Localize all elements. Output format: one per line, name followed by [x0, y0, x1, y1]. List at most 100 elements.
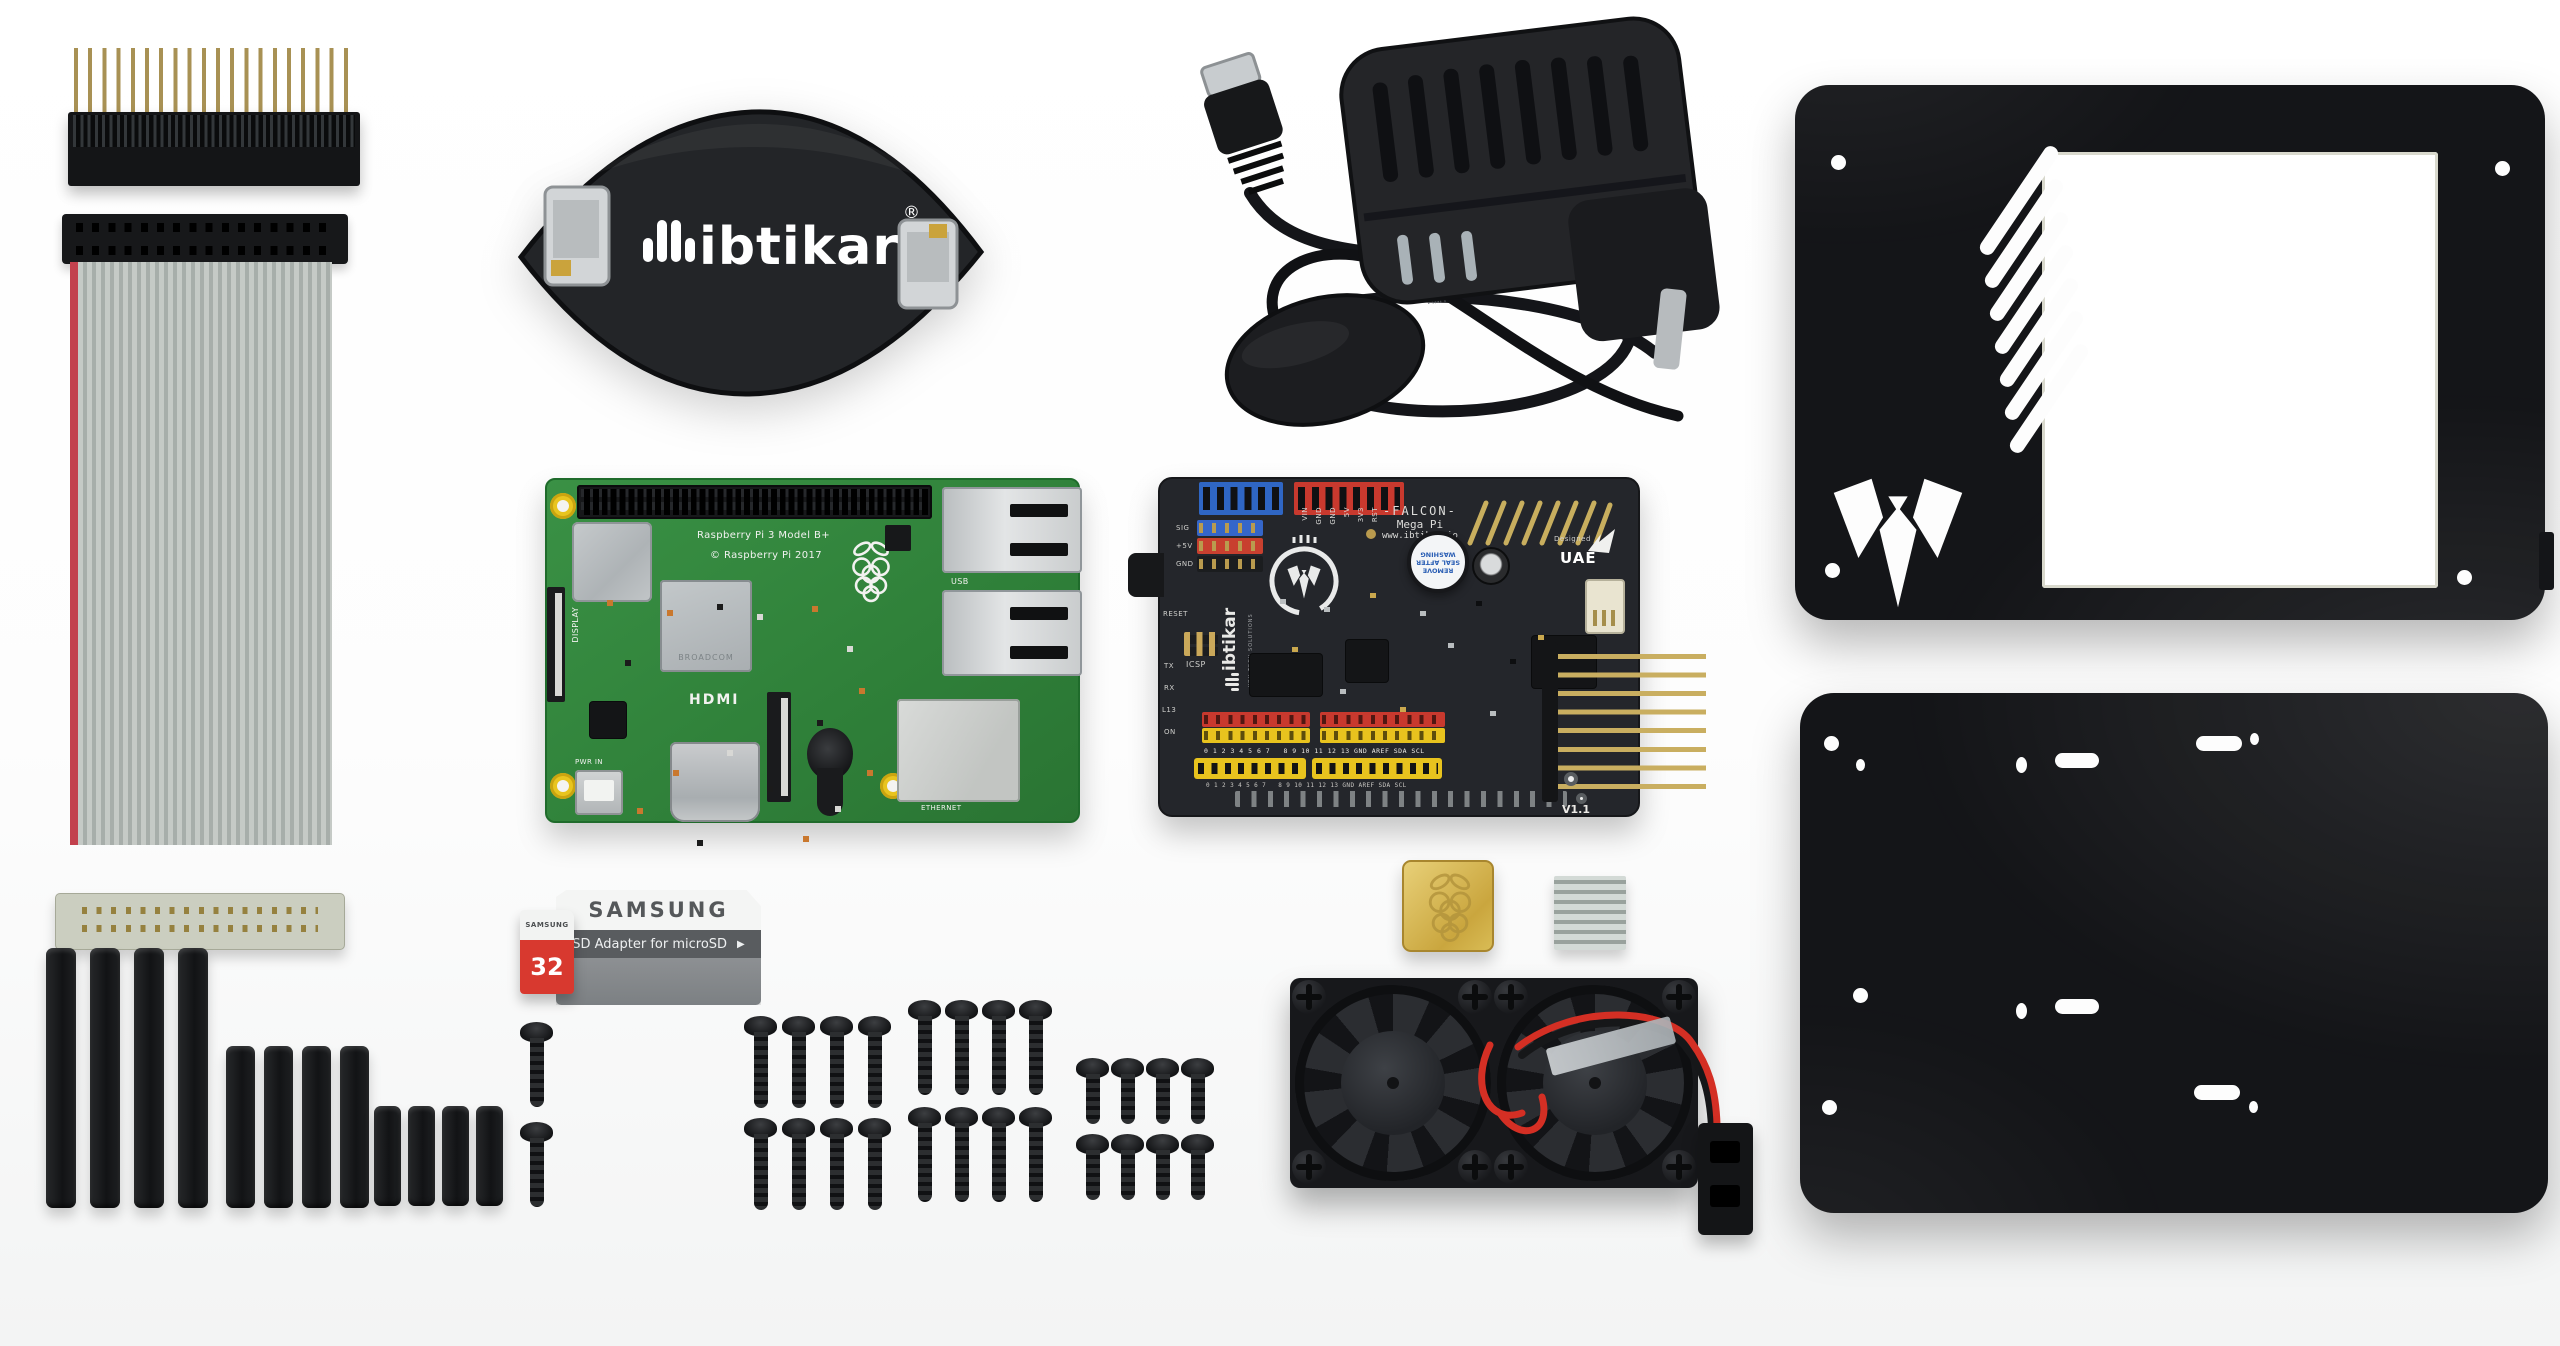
display-silkscreen: DISPLAY: [571, 607, 580, 643]
fan-connector: [1698, 1123, 1753, 1235]
pin-label: GND: [1329, 507, 1337, 525]
side-label: ON: [1164, 728, 1176, 736]
adapter-lower-slots: [1397, 231, 1477, 285]
standoffs-short: [374, 1106, 503, 1206]
micro-usb-power-port: [575, 770, 623, 815]
screw-pair: [520, 1022, 553, 1207]
hat-version: V1.1: [1562, 803, 1590, 816]
screw: [945, 1000, 978, 1095]
microsd-brand: SAMSUNG: [525, 921, 569, 929]
solder-pads-row: [1235, 791, 1567, 807]
screw: [744, 1016, 777, 1108]
plate-hole: [1822, 1100, 1837, 1115]
standoff: [408, 1106, 435, 1206]
buzzer-sticker-text: REMOVE SEAL AFTER WASHING: [1416, 551, 1460, 575]
plate-slot: [2194, 1085, 2240, 1100]
falcon-ring-logo-icon: [1269, 535, 1339, 616]
standoffs-long: [46, 948, 208, 1208]
standoff: [46, 948, 76, 1208]
usb-silkscreen: USB: [951, 577, 969, 586]
smd-components: [1280, 599, 1286, 604]
screen-cutout: [2042, 152, 2438, 588]
pin-numbers-row: 0 1 2 3 4 5 6 7 8 9 10 11 12 13 GND AREF…: [1204, 747, 1425, 755]
plate-hole: [1824, 736, 1839, 751]
hat-brand-vertical: ibtikar: [1220, 608, 1240, 691]
poe-header: [885, 525, 911, 551]
pin-label: GND: [1315, 507, 1323, 525]
ibtikar-bars-icon: [643, 220, 695, 262]
ibtikar-rj45-pod: ibtikar ®: [517, 109, 985, 397]
side-label: TX: [1164, 662, 1175, 670]
falcon-mega-pi-hat: VIN GND GND 5V 3V3 RST SIG +5V GND ibtik…: [1128, 477, 1706, 817]
acrylic-plate-top: [1795, 85, 2554, 620]
pin-label: RST: [1371, 507, 1379, 523]
screw: [1076, 1058, 1109, 1124]
fan-screw: [1662, 1150, 1696, 1184]
uae-label: UAE: [1560, 549, 1597, 567]
screw: [858, 1016, 891, 1108]
ic-chip: [1250, 654, 1322, 696]
screws-long-group: [744, 1016, 891, 1210]
fan-screw: [1458, 1150, 1492, 1184]
usb-port-stack-1: [942, 487, 1082, 573]
stacking-header-pins: [1558, 647, 1706, 789]
ethernet-port: [897, 699, 1020, 802]
screw: [820, 1118, 853, 1210]
servo-row-sig: [1197, 520, 1263, 536]
hdmi-silkscreen: HDMI: [689, 692, 740, 708]
gpio-extension-header: [68, 48, 360, 186]
sd-brand: SAMSUNG: [588, 898, 729, 922]
fan-wires: [1478, 1011, 1721, 1135]
servo-row-label: +5V: [1176, 542, 1193, 550]
screw: [782, 1016, 815, 1108]
standoff: [340, 1046, 369, 1208]
adapter-body: [1339, 16, 1720, 370]
pwr-silkscreen: PWR IN: [575, 758, 603, 766]
standoffs-medium: [226, 1046, 369, 1208]
lan-chip: [590, 702, 626, 738]
plate-hole: [1853, 988, 1868, 1003]
screw: [1181, 1134, 1214, 1200]
standoff: [476, 1106, 503, 1206]
gpio-ribbon-cable: [0, 0, 2560, 950]
plate-gloss: [1800, 693, 2548, 1213]
standoff: [302, 1046, 331, 1208]
hdmi-port: [670, 742, 760, 822]
buzzer-with-sticker: REMOVE SEAL AFTER WASHING: [1407, 531, 1469, 593]
plate-slot: [2055, 753, 2099, 768]
rj45-connector-right: [897, 218, 959, 310]
icsp-label: ICSP: [1186, 660, 1206, 669]
pin-row-red: [1202, 712, 1310, 727]
standoff: [264, 1046, 293, 1208]
servo-row-5v: [1197, 538, 1263, 554]
plate-side-tab: [2539, 532, 2554, 590]
screw: [1146, 1058, 1179, 1124]
female-header-yellow: [1312, 758, 1442, 779]
wifi-shield-can: [572, 522, 652, 602]
screw: [820, 1016, 853, 1108]
screw: [782, 1118, 815, 1210]
hat-audio-jack: [1128, 553, 1164, 597]
screws-short-group: [1076, 1058, 1214, 1200]
screw: [520, 1122, 553, 1207]
hat-mount-hole: [1564, 772, 1578, 786]
plate-hole: [2457, 570, 2472, 585]
screw: [858, 1118, 891, 1210]
plate-slot: [2055, 999, 2099, 1014]
pin-row-yellow: [1320, 728, 1445, 743]
fan-left-hub: [1341, 1031, 1445, 1135]
ribbon-red-stripe: [70, 262, 78, 845]
uk-plug-base: [1568, 188, 1720, 342]
reset-label: RESET: [1163, 610, 1188, 618]
hat-mount-hole: [1576, 793, 1587, 804]
side-label: L13: [1162, 706, 1177, 714]
pin-label: VIN: [1301, 507, 1309, 521]
fan-screw: [1662, 980, 1696, 1014]
icsp-header: [1184, 632, 1218, 656]
header-black-body: [68, 112, 360, 186]
screw: [1019, 1000, 1052, 1095]
screw: [1146, 1134, 1179, 1200]
screw: [1111, 1058, 1144, 1124]
plate-hole: [2250, 733, 2259, 745]
plate-hole: [1856, 759, 1865, 771]
